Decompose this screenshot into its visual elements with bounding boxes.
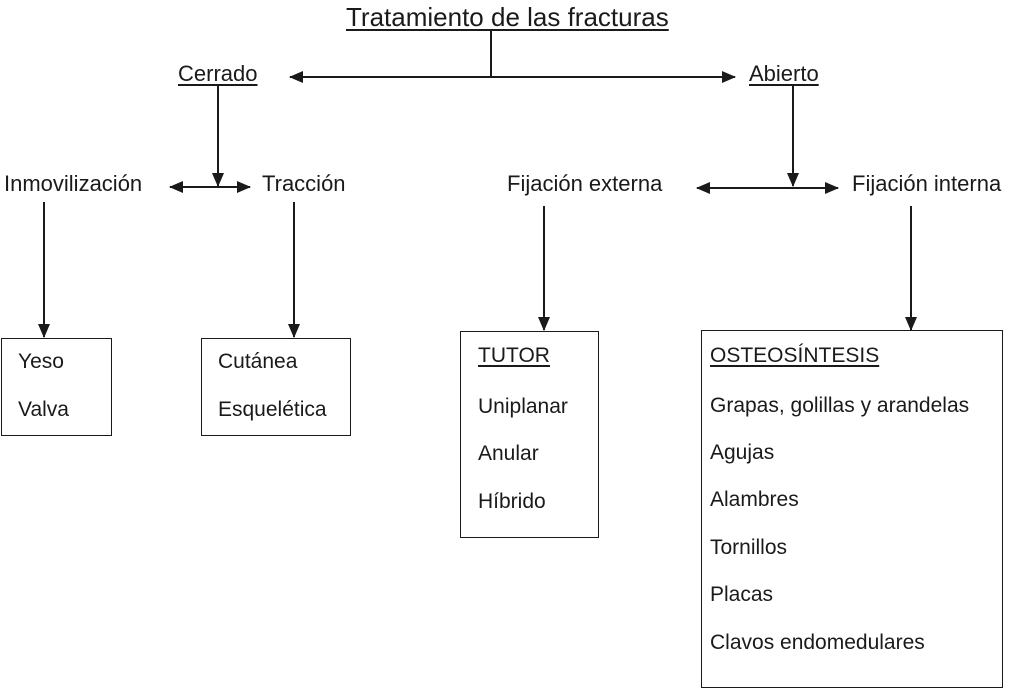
diagram-title: Tratamiento de las fracturas [346,2,669,32]
node-traccion: Tracción [262,171,346,196]
node-fijacion-externa: Fijación externa [507,171,663,196]
list-item: Anular [478,442,539,465]
list-item: Uniplanar [478,395,568,418]
box-heading: OSTEOSÍNTESIS [710,344,880,367]
node-inmovilizacion: Inmovilización [4,171,143,196]
node-abierto: Abierto [749,61,819,86]
box-inmovilizacion: Yeso Valva [1,338,112,436]
box-traccion: Cutánea Esquelética [201,338,351,436]
list-item: Valva [18,398,69,421]
list-item: Alambres [710,488,799,511]
list-item: Híbrido [478,490,546,513]
box-heading: TUTOR [478,344,550,367]
list-item: Placas [710,583,774,606]
list-item: Clavos endomedulares [710,631,925,654]
list-item: Tornillos [710,536,788,559]
box-osteosintesis: OSTEOSÍNTESIS Grapas, golillas y arandel… [701,330,1003,688]
node-cerrado: Cerrado [178,61,258,86]
list-item: Grapas, golillas y arandelas [710,394,970,417]
list-item: Esquelética [218,398,327,421]
box-tutor: TUTOR Uniplanar Anular Híbrido [460,331,599,538]
list-item: Yeso [18,350,64,373]
list-item: Cutánea [218,350,298,373]
list-item: Agujas [710,441,775,464]
node-fijacion-interna: Fijación interna [852,171,1002,196]
